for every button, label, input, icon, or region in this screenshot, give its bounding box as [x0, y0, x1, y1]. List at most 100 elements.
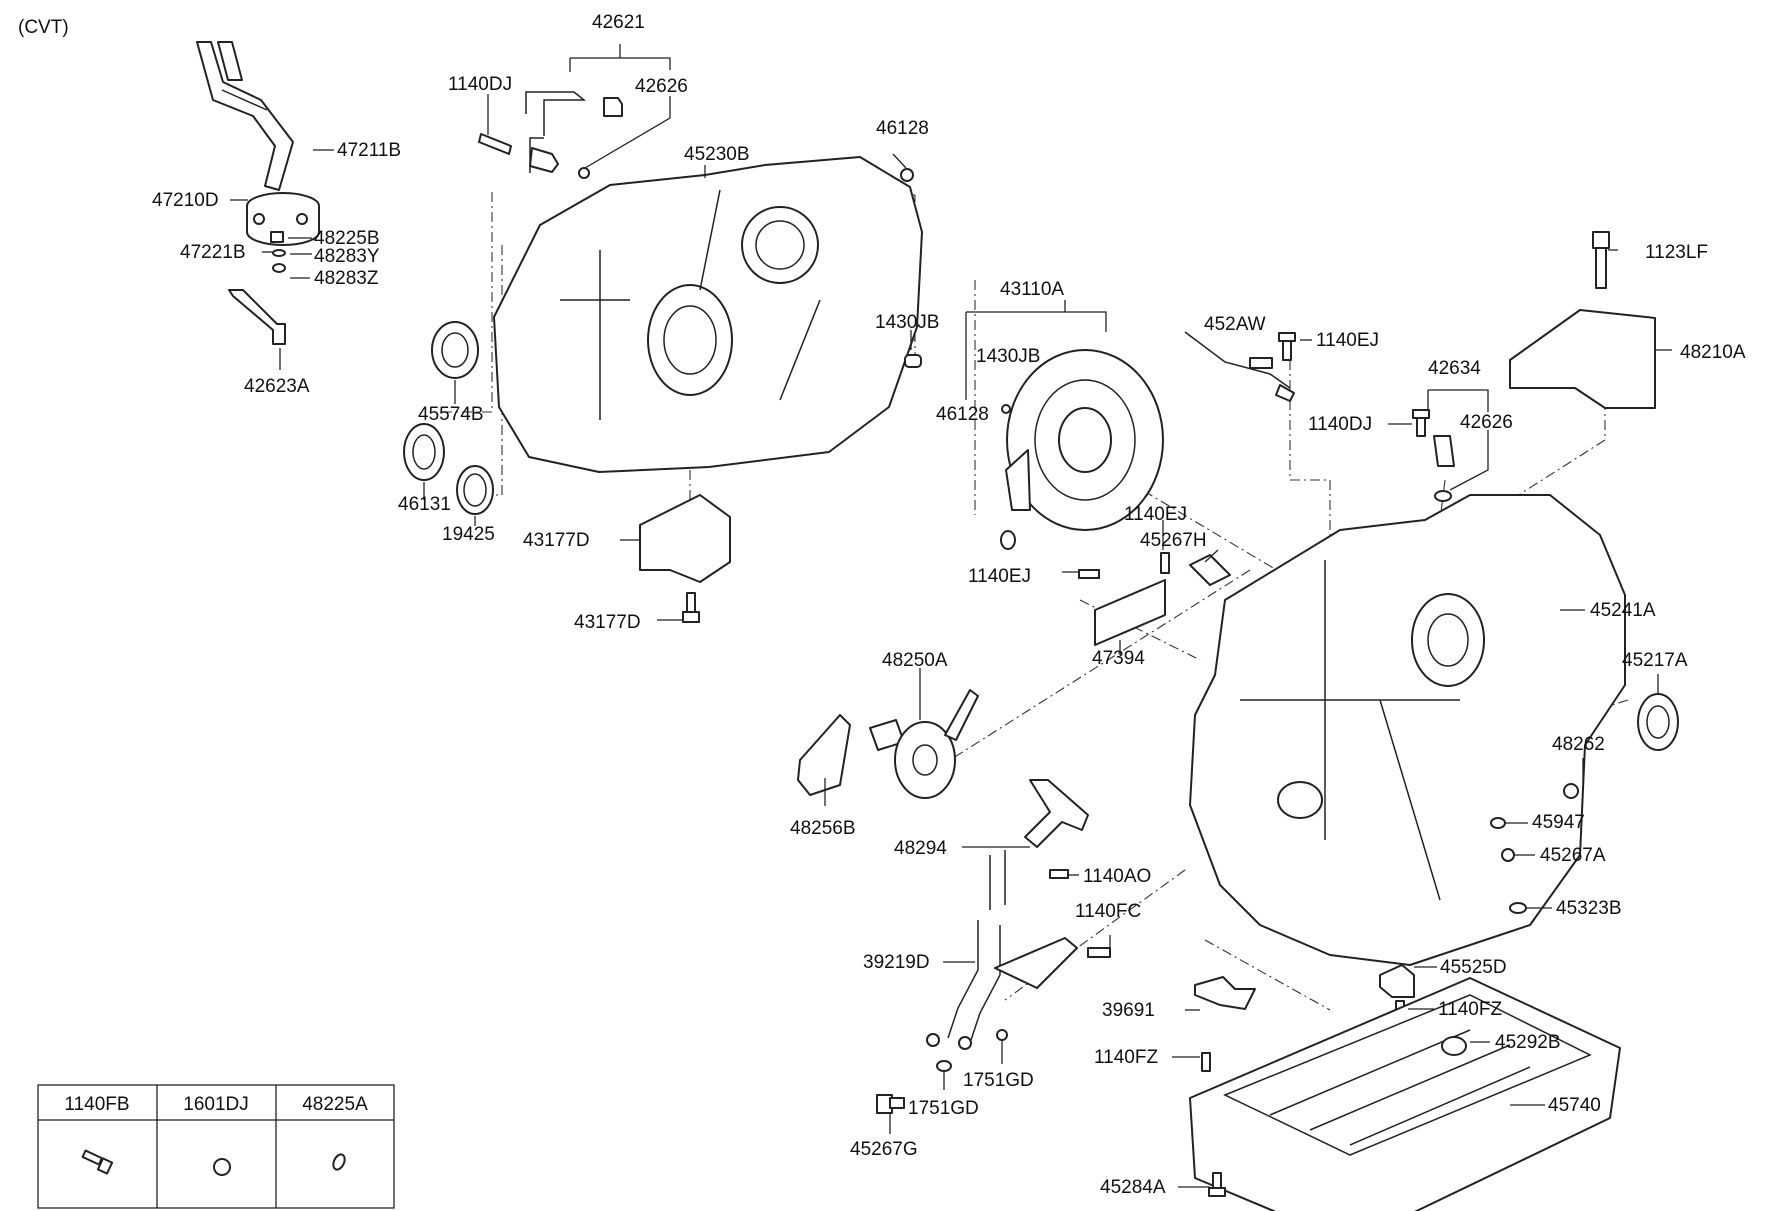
callout-1140ej: 1140EJ: [968, 566, 1031, 587]
bracket: [1379, 964, 1415, 998]
transmission-mount-bracket: [1509, 309, 1656, 409]
callout-42623a: 42623A: [244, 376, 310, 397]
callout-45217a: 45217A: [1622, 650, 1688, 671]
callout-1140dj: 1140DJ: [1308, 414, 1372, 435]
callout-1140dj: 1140DJ: [448, 74, 512, 95]
magnet: [1441, 1036, 1467, 1056]
callout-1140ao: 1140AO: [1083, 866, 1151, 887]
callout-1123lf: 1123LF: [1645, 242, 1708, 263]
callout-45574b: 45574B: [418, 404, 484, 425]
callout-47394: 47394: [1092, 648, 1145, 669]
callout-1140ej: 1140EJ: [1316, 330, 1379, 351]
callout-1140ej: 1140EJ: [1124, 504, 1187, 525]
callout-45323b: 45323B: [1556, 898, 1622, 919]
callout-19425: 19425: [442, 524, 495, 545]
detent-plate: [797, 714, 851, 796]
bracket: [1194, 976, 1256, 1010]
bolt: [1201, 1052, 1211, 1072]
callout-1751gd: 1751GD: [908, 1098, 979, 1119]
wiring-harness: [1184, 331, 1295, 402]
legend-table: 1140FB 1601DJ 48225A: [37, 1084, 395, 1209]
bolt: [682, 592, 700, 623]
bolt: [1208, 1172, 1226, 1197]
oil-pump: [1000, 349, 1164, 550]
legend-header-48225a: 48225A: [302, 1094, 368, 1115]
bolt: [1049, 869, 1069, 879]
bracket: [228, 289, 286, 345]
legend-header-1140fb: 1140FB: [64, 1094, 129, 1115]
oil-hose: [989, 779, 1089, 910]
callout-1430jb: 1430JB: [976, 346, 1040, 367]
speed-sensor-harness: [478, 91, 623, 179]
callout-45241a: 45241A: [1590, 600, 1656, 621]
callout-45947: 45947: [1532, 812, 1585, 833]
callout-45292b: 45292B: [1495, 1032, 1561, 1053]
washer: [936, 1060, 952, 1072]
mount-bolt: [1592, 231, 1610, 289]
callout-48225b: 48225B: [314, 228, 380, 249]
callout-45525d: 45525D: [1440, 957, 1507, 978]
callout-46128: 46128: [876, 118, 929, 139]
callout-48256b: 48256B: [790, 818, 856, 839]
callout-1140fz: 1140FZ: [1438, 999, 1502, 1020]
callout-42626: 42626: [635, 76, 688, 97]
oil-cooler-hose: [196, 41, 294, 191]
callout-39219d: 39219D: [863, 952, 930, 973]
callout-48262: 48262: [1552, 734, 1605, 755]
callout-43177d: 43177D: [523, 530, 590, 551]
callout-43110a: 43110A: [1000, 279, 1064, 300]
legend-ring-icon: [213, 1158, 231, 1176]
callout-46128: 46128: [936, 404, 989, 425]
o-ring: [1501, 848, 1515, 862]
transmission-case: [1189, 494, 1626, 966]
cover-plate: [1094, 579, 1166, 646]
callout-48283y: 48283Y: [314, 246, 380, 267]
manual-shaft-assembly: [869, 689, 979, 799]
converter-housing: [493, 156, 923, 473]
oil-seal: [1637, 693, 1679, 751]
dowel-pin: [1001, 404, 1011, 414]
variant-label: (CVT): [18, 17, 69, 38]
oil-seal: [431, 321, 479, 379]
bolt: [1078, 569, 1100, 579]
callout-45267g: 45267G: [850, 1139, 918, 1160]
callout-45740: 45740: [1548, 1095, 1601, 1116]
bolt: [1087, 947, 1111, 958]
callout-1140fz: 1140FZ: [1094, 1047, 1158, 1068]
oil-cooler: [246, 192, 320, 246]
callout-45284a: 45284A: [1100, 1177, 1166, 1198]
callout-45267a: 45267A: [1540, 845, 1606, 866]
callout-47221b: 47221B: [180, 242, 246, 263]
leader-lines: [230, 44, 1672, 1188]
speed-sensor: [1412, 409, 1455, 502]
bearing-ring: [456, 465, 494, 515]
callout-43177d: 43177D: [574, 612, 641, 633]
bolt: [1160, 552, 1170, 574]
callout-45230b: 45230B: [684, 144, 750, 165]
legend-oring-icon: [332, 1153, 346, 1171]
callout-452aw: 452AW: [1204, 314, 1266, 335]
dowel-pin: [904, 354, 922, 368]
legend-header-1601dj: 1601DJ: [183, 1094, 249, 1115]
bolt: [900, 168, 914, 182]
callout-48250a: 48250A: [882, 650, 948, 671]
oil-seal: [403, 423, 445, 481]
drain-plug: [876, 1094, 905, 1114]
mount-bracket: [639, 494, 731, 583]
o-ring: [1490, 817, 1506, 829]
callout-39691: 39691: [1102, 1000, 1155, 1021]
callout-labels: 42621 42626 1140DJ 47211B 47210D 48225B …: [152, 12, 1746, 1198]
callout-48294: 48294: [894, 838, 947, 859]
callout-48283z: 48283Z: [314, 268, 379, 289]
callout-46131: 46131: [398, 494, 451, 515]
callout-48210a: 48210A: [1680, 342, 1746, 363]
callout-1751gd: 1751GD: [963, 1070, 1034, 1091]
callout-1430jb: 1430JB: [875, 312, 939, 333]
callout-42634: 42634: [1428, 358, 1481, 379]
callout-1140fc: 1140FC: [1075, 901, 1141, 922]
oil-tube: [926, 920, 1078, 1050]
callout-47211b: 47211B: [337, 140, 401, 161]
o-ring: [1509, 902, 1527, 914]
drain-plug-fittings: [270, 231, 286, 273]
